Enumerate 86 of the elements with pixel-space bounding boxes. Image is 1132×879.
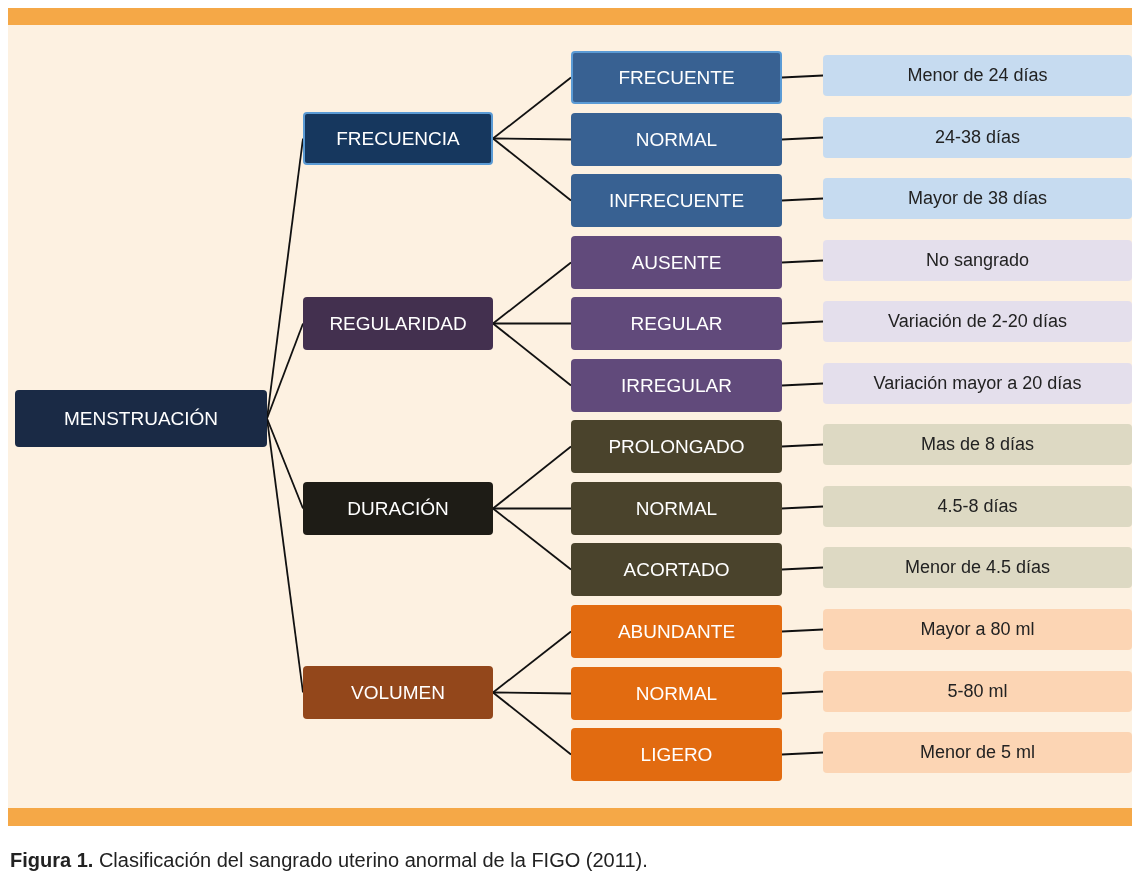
value-box (823, 609, 1132, 650)
connector-line (492, 76, 572, 140)
node-label: REGULAR (630, 311, 723, 336)
connector-line (781, 443, 824, 448)
node-label: Variación de 2-20 días (888, 310, 1067, 333)
node-label: Mas de 8 días (920, 433, 1035, 456)
connector-line (492, 507, 572, 510)
connector-line (492, 507, 572, 571)
value-box (823, 178, 1132, 219)
connector-line (492, 322, 572, 387)
option-box (571, 51, 782, 104)
option-box (571, 605, 782, 658)
connector-line (781, 566, 824, 571)
option-box (571, 297, 782, 350)
node-label: VOLUMEN (351, 680, 445, 705)
node-label: FRECUENTE (618, 65, 735, 90)
option-box (571, 543, 782, 596)
value-box (823, 117, 1132, 158)
connector-line (266, 417, 304, 510)
value-box (823, 547, 1132, 588)
connector-line (266, 322, 304, 420)
node-label: 5-80 ml (947, 680, 1008, 703)
connector-line (492, 691, 572, 695)
node-label: MENSTRUACIÓN (63, 406, 219, 431)
option-box (571, 174, 782, 227)
option-box (571, 236, 782, 289)
node-label: 24-38 días (934, 126, 1021, 149)
connector-line (781, 505, 824, 510)
node-label: No sangrado (925, 249, 1030, 272)
connector-line (781, 74, 824, 79)
root-box (15, 390, 267, 447)
value-box (823, 732, 1132, 773)
connector-line (266, 417, 304, 694)
node-label: ABUNDANTE (617, 619, 736, 644)
value-box (823, 240, 1132, 281)
node-label: Mayor a 80 ml (920, 618, 1035, 641)
category-box (303, 297, 493, 350)
node-label: Menor de 5 ml (919, 741, 1036, 764)
value-box (823, 486, 1132, 527)
connector-line (781, 690, 824, 695)
option-box (571, 359, 782, 412)
node-label: REGULARIDAD (329, 311, 467, 336)
connector-line (492, 137, 572, 141)
node-label: IRREGULAR (621, 373, 732, 398)
node-label: Mayor de 38 días (907, 187, 1048, 210)
connector-line (781, 259, 824, 264)
node-label: Variación mayor a 20 días (873, 372, 1082, 395)
node-label: Menor de 24 días (907, 64, 1048, 87)
option-box (571, 113, 782, 166)
node-label: 4.5-8 días (937, 495, 1018, 518)
category-box (303, 112, 493, 165)
value-box (823, 363, 1132, 404)
value-box (823, 55, 1132, 96)
option-box (571, 420, 782, 473)
connector-line (492, 261, 572, 325)
node-label: NORMAL (635, 496, 718, 521)
connector-line (492, 630, 572, 694)
node-label: INFRECUENTE (608, 188, 745, 213)
connector-line (781, 320, 824, 325)
figure-caption: Figura 1. Clasificación del sangrado uterino anormal de la FIGO (2011). (10, 848, 648, 873)
node-label: ACORTADO (623, 557, 730, 582)
connector-line (492, 137, 572, 202)
connector-line (781, 136, 824, 141)
connector-line (781, 628, 824, 633)
connector-line (492, 691, 572, 756)
option-box (571, 728, 782, 781)
connector-line (781, 751, 824, 756)
node-label: DURACIÓN (347, 496, 449, 521)
node-label: PROLONGADO (608, 434, 745, 459)
value-box (823, 424, 1132, 465)
connector-line (781, 197, 824, 202)
category-box (303, 482, 493, 535)
node-label: AUSENTE (631, 250, 722, 275)
node-label: FRECUENCIA (336, 126, 460, 151)
connector-line (492, 322, 572, 325)
option-box (571, 667, 782, 720)
connector-line (492, 445, 572, 510)
category-box (303, 666, 493, 719)
node-label: LIGERO (640, 742, 713, 767)
value-box (823, 301, 1132, 342)
connector-line (781, 382, 824, 387)
node-label: Menor de 4.5 días (904, 556, 1051, 579)
option-box (571, 482, 782, 535)
node-label: NORMAL (635, 127, 718, 152)
value-box (823, 671, 1132, 712)
node-label: NORMAL (635, 681, 718, 706)
